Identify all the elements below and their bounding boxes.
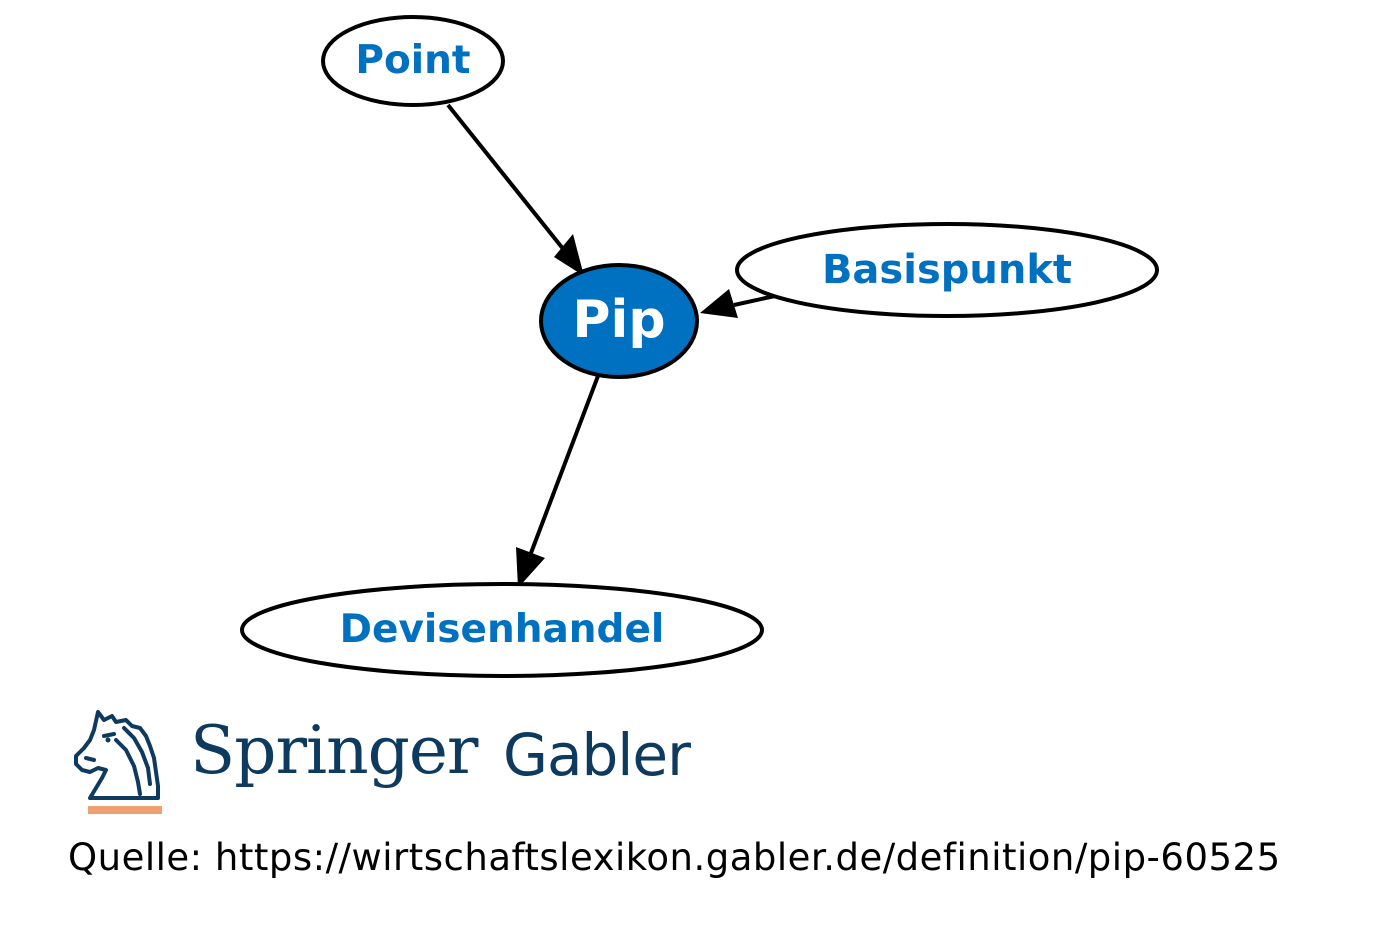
node-point-label: Point — [355, 38, 470, 83]
springer-horse-icon — [74, 710, 162, 814]
source-citation: Quelle: https://wirtschaftslexikon.gable… — [68, 836, 1281, 879]
edge-basispunkt-to-pip — [700, 289, 776, 318]
edge-point-to-pip — [446, 103, 584, 276]
node-point[interactable]: Point — [321, 15, 505, 107]
logo-gabler-text: Gabler — [503, 721, 691, 789]
node-pip[interactable]: Pip — [539, 263, 699, 379]
node-basispunkt-label: Basispunkt — [822, 247, 1072, 293]
logo-springer-text: Springer — [190, 712, 478, 789]
node-pip-label: Pip — [572, 290, 665, 350]
node-devisenhandel-label: Devisenhandel — [340, 607, 665, 652]
node-devisenhandel[interactable]: Devisenhandel — [240, 582, 764, 678]
node-basispunkt[interactable]: Basispunkt — [735, 222, 1159, 318]
edge-pip-to-devisenhandel — [516, 375, 600, 588]
springer-gabler-logo: Springer Gabler — [68, 706, 728, 824]
concept-diagram: Point Pip Basispunkt Devisenhandel — [240, 15, 1159, 678]
